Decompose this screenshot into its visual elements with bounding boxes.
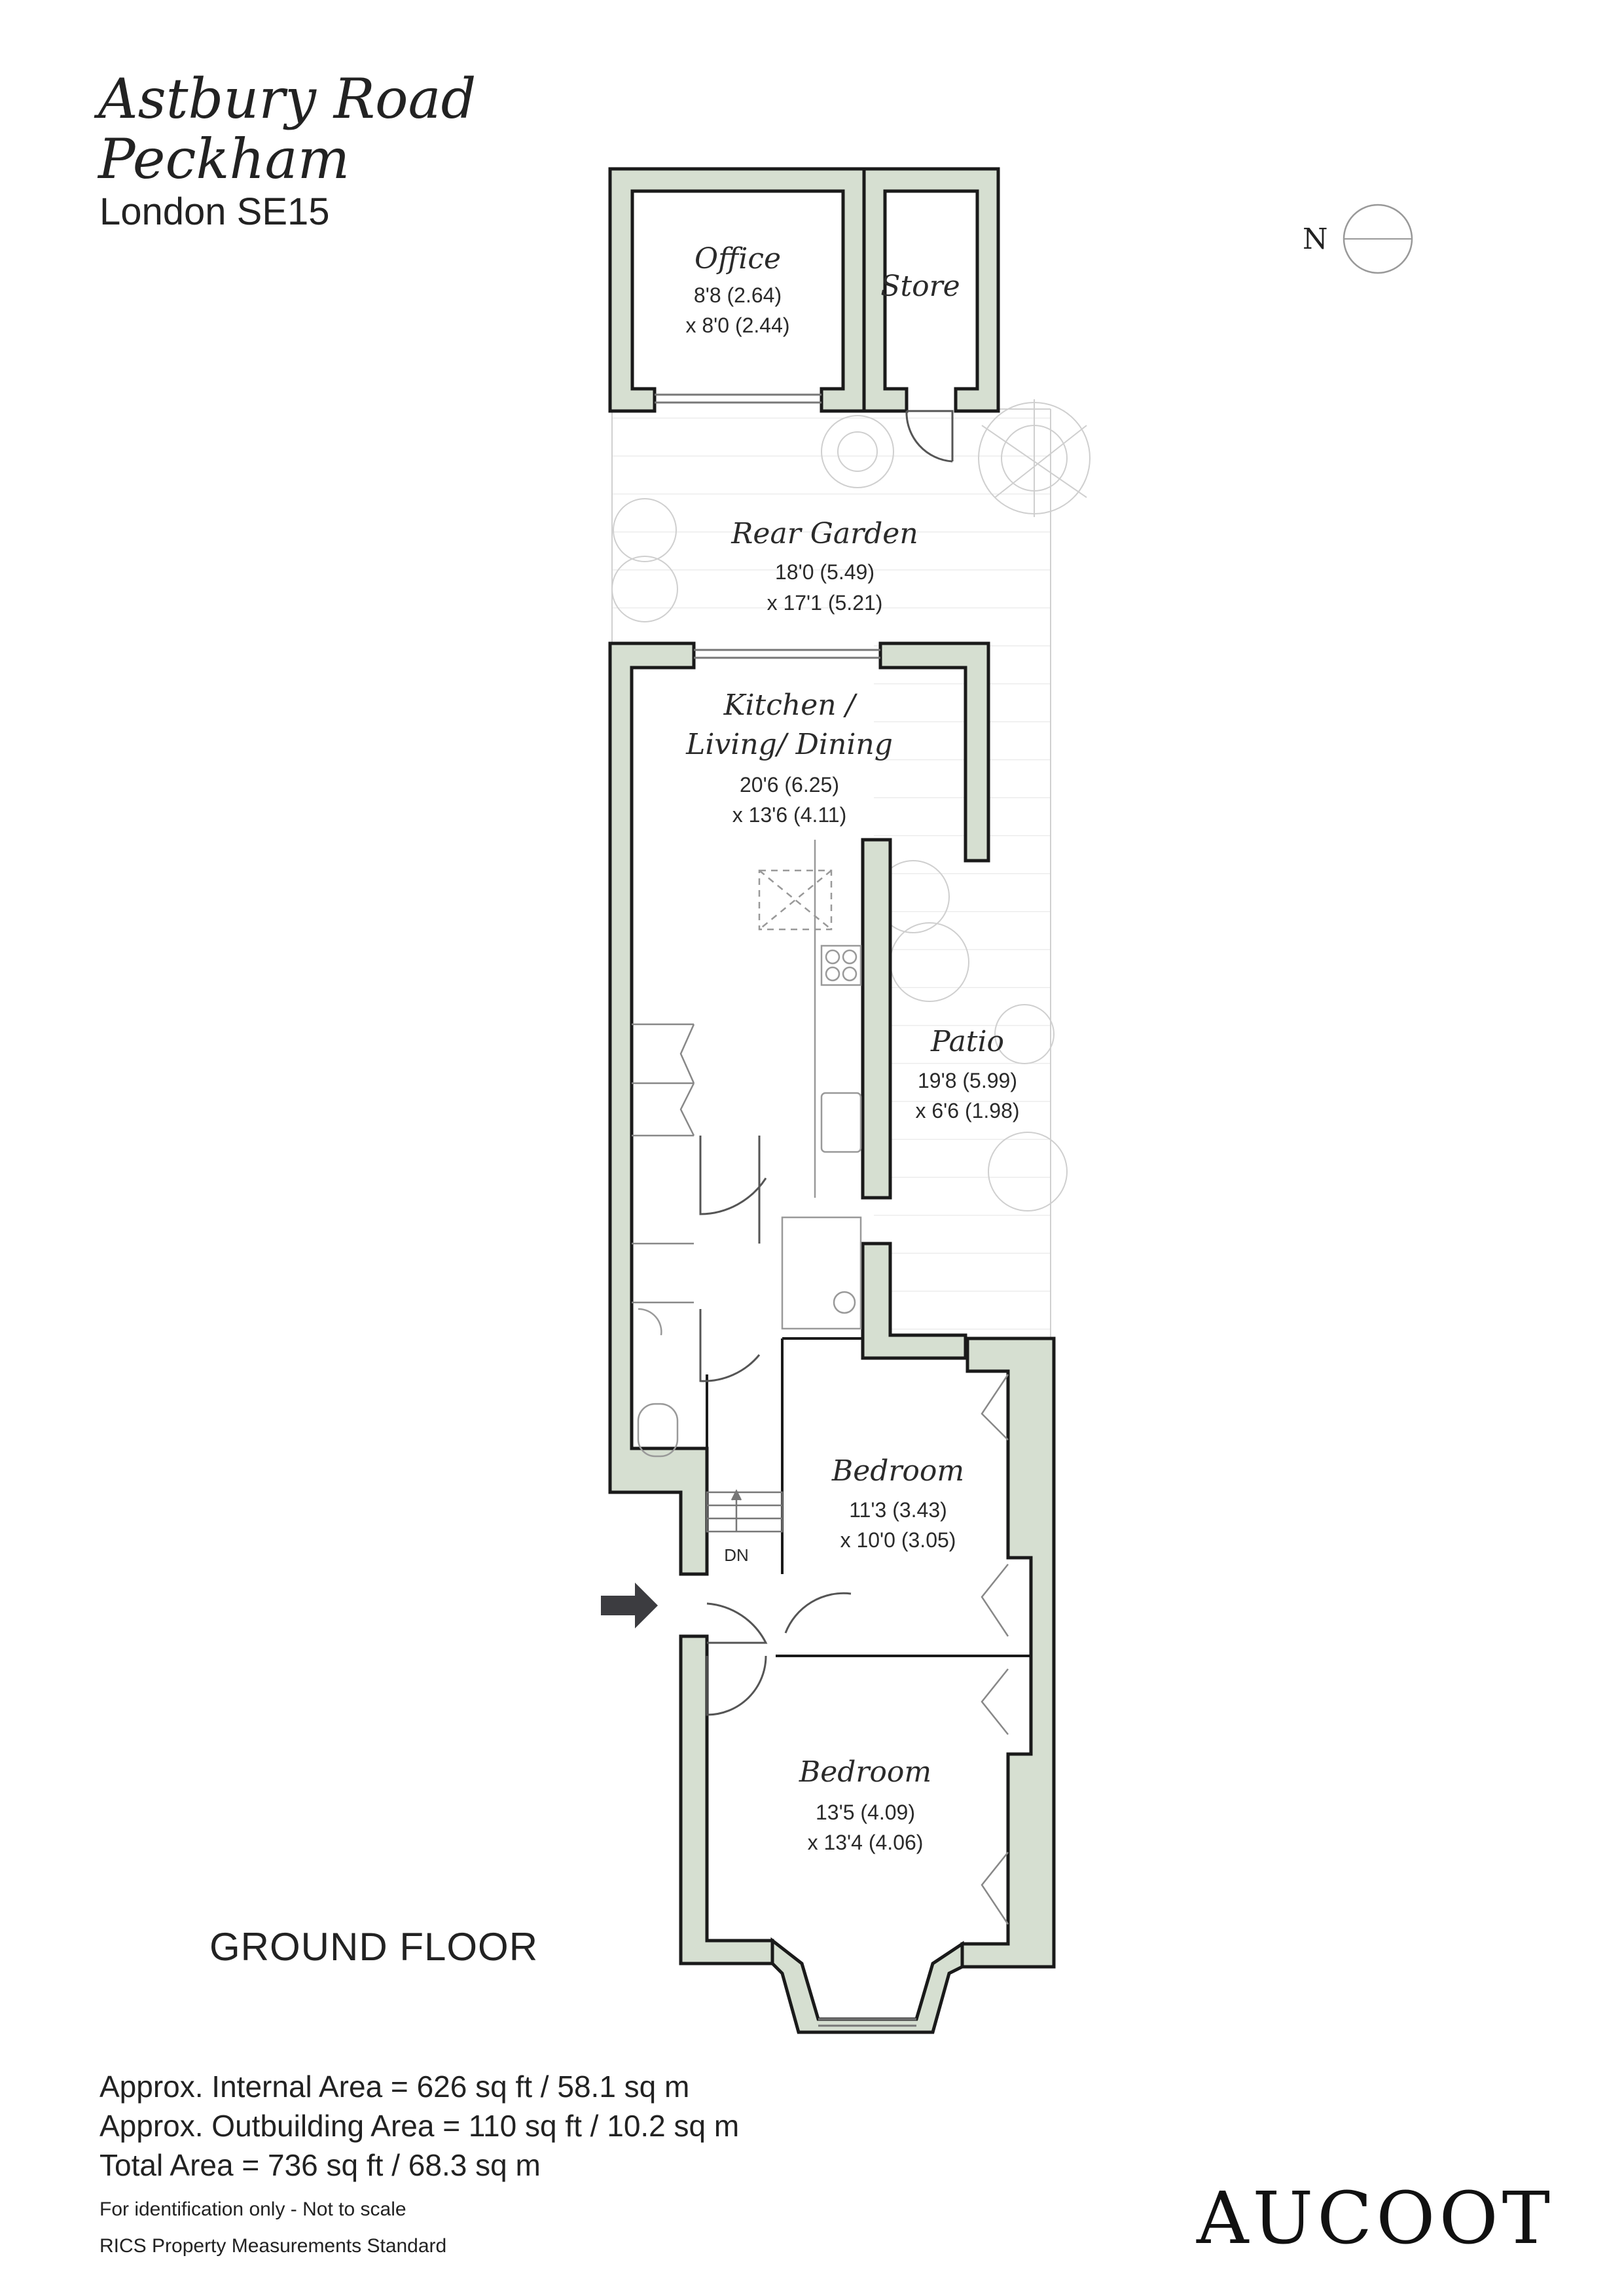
- kitchen-dim2: x 13'6 (4.11): [732, 803, 847, 827]
- kitchen-fixtures: [758, 840, 862, 1198]
- patio-dim1: 19'8 (5.99): [918, 1069, 1017, 1092]
- office-name: Office: [695, 242, 781, 276]
- patio-dim2: x 6'6 (1.98): [915, 1099, 1019, 1122]
- disclaimer: For identification only - Not to scale R…: [99, 2191, 446, 2265]
- patio-area: [874, 645, 1051, 1338]
- bedroom1-dim2: x 10'0 (3.05): [840, 1528, 956, 1552]
- bathroom-fixtures: [637, 1216, 862, 1458]
- stairs: [706, 1489, 784, 1533]
- rear-garden-dim2: x 17'1 (5.21): [767, 591, 883, 615]
- office-dim1: 8'8 (2.64): [694, 283, 782, 307]
- standard-note: RICS Property Measurements Standard: [99, 2235, 447, 2257]
- rear-garden-dim1: 18'0 (5.49): [775, 560, 875, 584]
- store-door: [905, 410, 954, 463]
- door-swings: [699, 1136, 852, 1716]
- kitchen-name-line1: Kitchen /: [723, 689, 858, 722]
- brand-logo: AUCOOT: [1197, 2176, 1555, 2260]
- area-summary: Approx. Internal Area = 626 sq ft / 58.1…: [99, 2067, 739, 2185]
- built-in-storage: [632, 1023, 1009, 1925]
- identification-note: For identification only - Not to scale: [99, 2198, 406, 2220]
- house-walls: [608, 641, 709, 1576]
- internal-area: Approx. Internal Area = 626 sq ft / 58.1…: [99, 2070, 690, 2104]
- address-city: London SE15: [99, 190, 330, 233]
- bathroom-side-wall: [861, 1242, 967, 1360]
- rear-garden-area: [612, 409, 1051, 641]
- bedroom1-dim1: 11'3 (3.43): [849, 1498, 947, 1522]
- rear-garden-name: Rear Garden: [731, 517, 918, 550]
- bedroom1-name: Bedroom: [831, 1454, 964, 1488]
- bedroom-right-wall: [960, 1336, 1056, 1969]
- entrance-arrow-icon: [601, 1583, 658, 1628]
- patio-name: Patio: [930, 1025, 1004, 1058]
- stairs-label: DN: [724, 1545, 749, 1565]
- bedroom2-name: Bedroom: [799, 1755, 931, 1789]
- internal-walls: [706, 1337, 1031, 1657]
- bedroom2-dim1: 13'5 (4.09): [816, 1801, 915, 1824]
- store-name: Store: [880, 270, 960, 303]
- kitchen-name-line2: Living/ Dining: [685, 728, 893, 761]
- kitchen-sliding-door: [694, 649, 880, 659]
- office-sliding-door: [655, 393, 821, 404]
- bedroom2-dim2: x 13'4 (4.06): [808, 1831, 924, 1854]
- office-dim2: x 8'0 (2.44): [685, 314, 789, 337]
- kitchen-right-wall: [878, 641, 990, 863]
- address-area: Peckham: [98, 127, 350, 191]
- compass-label: N: [1303, 223, 1328, 256]
- floor-label: GROUND FLOOR: [209, 1925, 539, 1969]
- outbuilding-area: Approx. Outbuilding Area = 110 sq ft / 1…: [99, 2109, 740, 2143]
- total-area: Total Area = 736 sq ft / 68.3 sq m: [99, 2148, 541, 2182]
- kitchen-side-wall: [861, 838, 892, 1200]
- compass-icon: N: [1303, 204, 1413, 274]
- address-street: Astbury Road: [98, 67, 477, 131]
- kitchen-dim1: 20'6 (6.25): [740, 773, 839, 797]
